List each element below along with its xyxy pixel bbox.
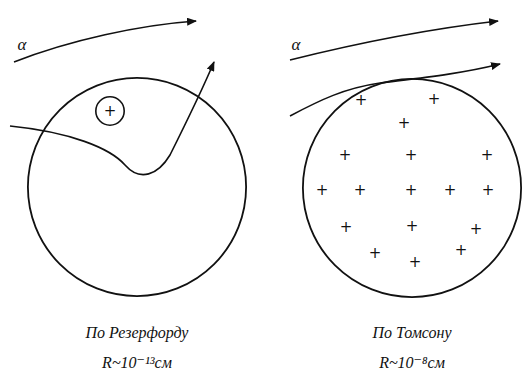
particle-label: α [292, 36, 301, 53]
circle-outline [27, 77, 247, 297]
model-caption: R~10⁻¹³см [102, 355, 172, 371]
particle-label: α [18, 36, 27, 53]
charge-sign: + [470, 222, 483, 237]
circle-outline [303, 79, 521, 297]
charge-sign: + [405, 183, 418, 198]
charge-sign: + [369, 246, 382, 261]
alpha-path [290, 64, 500, 116]
circle-outline [28, 78, 246, 296]
charge-sign: + [398, 116, 411, 131]
charge-sign: + [104, 104, 117, 119]
charge-sign: + [340, 220, 353, 235]
model-caption: По Резерфорду [86, 325, 189, 341]
charge-sign: + [339, 148, 352, 163]
alpha-path [14, 21, 196, 62]
charge-sign: + [444, 183, 457, 198]
charge-sign: + [355, 93, 368, 108]
nucleus-circle: + [95, 96, 125, 126]
alpha-path [10, 62, 214, 175]
circle-outline [96, 97, 124, 125]
charge-sign: + [405, 148, 418, 163]
charge-sign: + [481, 148, 494, 163]
charge-sign: + [354, 183, 367, 198]
charge-sign: + [409, 255, 422, 270]
charge-sign: + [406, 219, 419, 234]
charge-sign: + [482, 183, 495, 198]
rutherford-atom: По РезерфордуR~10⁻¹³см+ [27, 77, 247, 297]
charge-sign: + [455, 243, 468, 258]
alpha-path [290, 21, 498, 60]
charge-sign: + [316, 183, 329, 198]
thomson-atom: По ТомсонуR~10⁻⁸см+++++++++++++++++ [302, 78, 522, 298]
charge-sign: + [428, 92, 441, 107]
model-caption: По Томсону [372, 325, 451, 341]
model-caption: R~10⁻⁸см [379, 355, 445, 371]
